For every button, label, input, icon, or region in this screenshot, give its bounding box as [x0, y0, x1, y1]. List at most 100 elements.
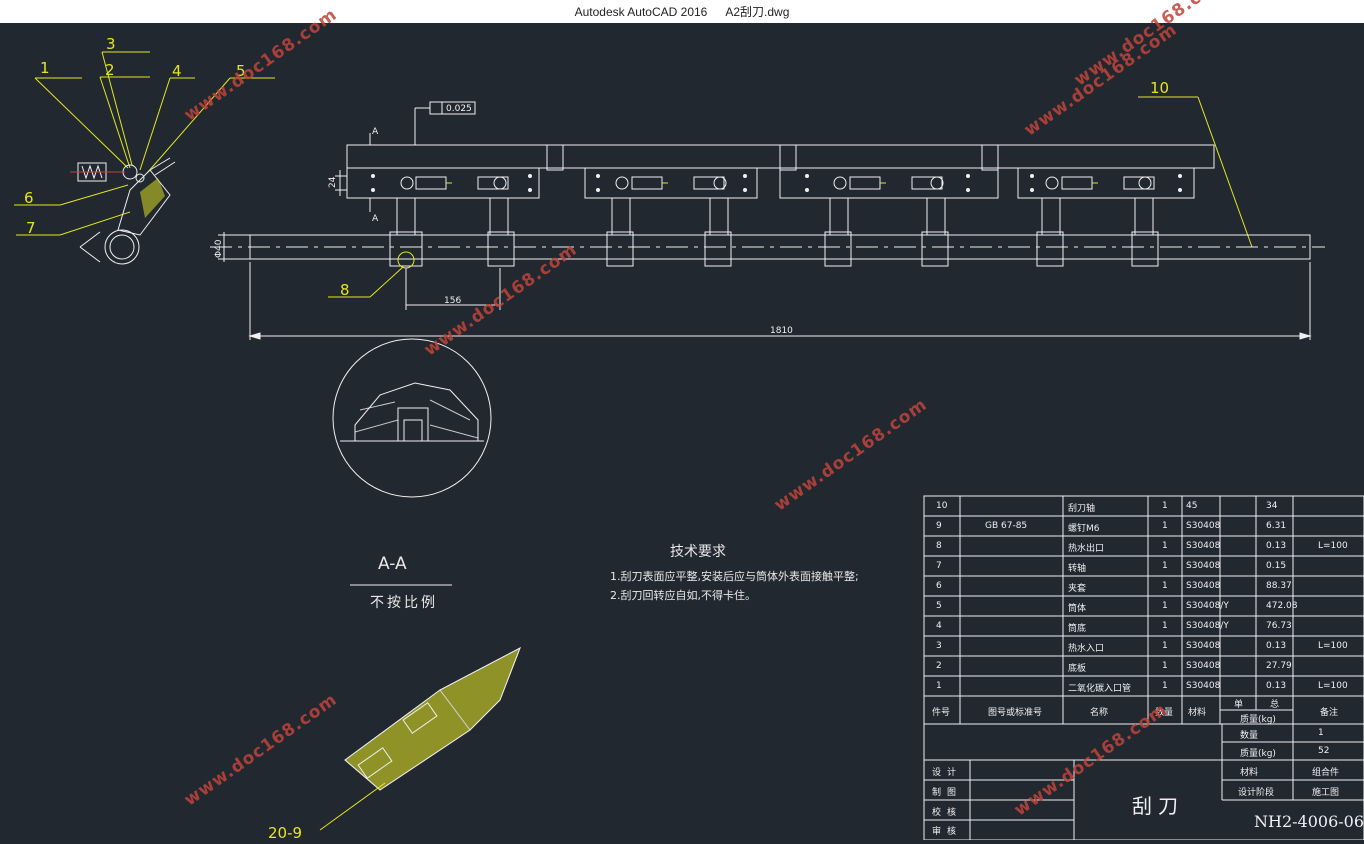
stage-value: 施工图 — [1312, 788, 1340, 798]
callout-8: 8 — [340, 281, 350, 299]
callout-7: 7 — [26, 219, 36, 237]
bom-cell-material: S30408 — [1186, 521, 1221, 531]
bom-cell-no: 4 — [936, 621, 942, 631]
bom-cell-material: S30408 — [1186, 581, 1221, 591]
dim-1810: 1810 — [770, 326, 793, 336]
bom-cell-qty: 1 — [1162, 541, 1168, 551]
callout-2: 2 — [105, 61, 115, 79]
bom-cell-no: 6 — [936, 581, 942, 591]
callout-5: 5 — [236, 62, 246, 80]
tech-req-line-1: 1.刮刀表面应平整,安装后应与筒体外表面接触平整; — [610, 570, 859, 583]
file-title: A2刮刀.dwg — [725, 5, 790, 19]
bom-cell-material: S30408 — [1186, 561, 1221, 571]
bom-header-note: 备注 — [1320, 708, 1339, 718]
weight-value: 52 — [1318, 746, 1330, 756]
bom-cell-qty: 1 — [1162, 501, 1168, 511]
bom-cell-note: L=100 — [1318, 641, 1348, 651]
bom-cell-name: 刮刀轴 — [1068, 504, 1096, 514]
tolerance-text: 0.025 — [446, 104, 472, 114]
bom-cell-note: L=100 — [1318, 541, 1348, 551]
bom-cell-no: 3 — [936, 641, 942, 651]
bom-cell-no: 5 — [936, 601, 942, 611]
callout-4: 4 — [172, 62, 182, 80]
bom-header-material: 材料 — [1188, 708, 1207, 718]
material-value: 组合件 — [1312, 768, 1340, 778]
bom-cell-material: S30408 — [1186, 641, 1221, 651]
part-name: 刮刀 — [1132, 794, 1184, 818]
callout-6: 6 — [24, 189, 34, 207]
bom-header-weight: 质量(kg) — [1240, 715, 1276, 725]
bom-cell-qty: 1 — [1162, 581, 1168, 591]
bom-header-name: 名称 — [1090, 708, 1109, 718]
bom-cell-qty: 1 — [1162, 601, 1168, 611]
app-title: Autodesk AutoCAD 2016 — [574, 4, 708, 19]
callout-3: 3 — [106, 35, 116, 53]
section-mark-top: A — [372, 127, 379, 137]
bom-cell-name: 转轴 — [1068, 564, 1087, 574]
bom-header-qty: 数量 — [1155, 708, 1174, 718]
bom-cell-qty: 1 — [1162, 661, 1168, 671]
drawing-canvas[interactable]: 1 2 3 4 5 6 7 8 10 — [0, 23, 1364, 842]
detail-left — [14, 51, 1253, 298]
callout-1: 1 — [40, 59, 50, 77]
bom-header-total: 总 — [1270, 700, 1280, 710]
dim-24: 24 — [328, 176, 338, 188]
section-mark-bottom: A — [372, 214, 379, 224]
title-block-lines — [923, 495, 1364, 841]
circle-detail — [332, 338, 492, 498]
section-subtitle: 不按比例 — [370, 595, 438, 611]
check-label: 校核 — [932, 808, 963, 818]
bom-cell-qty: 1 — [1162, 641, 1168, 651]
bom-cell-no: 10 — [936, 501, 948, 511]
callout-10: 10 — [1150, 79, 1169, 97]
bom-cell-qty: 1 — [1162, 621, 1168, 631]
bom-cell-total-weight: 472.08 — [1266, 601, 1298, 611]
qty-label: 数量 — [1240, 731, 1259, 741]
bom-cell-total-weight: 0.15 — [1266, 561, 1287, 571]
stage-label: 设计阶段 — [1238, 788, 1275, 798]
tech-req-line-2: 2.刮刀回转应自如,不得卡住。 — [610, 589, 756, 602]
bom-cell-no: 2 — [936, 661, 942, 671]
bom-cell-material: S30408/Y — [1186, 601, 1229, 611]
bom-cell-qty: 1 — [1162, 521, 1168, 531]
bom-cell-no: 1 — [936, 681, 942, 691]
bom-cell-no: 9 — [936, 521, 942, 531]
bom-cell-total-weight: 76.73 — [1266, 621, 1292, 631]
title-bar: Autodesk AutoCAD 2016 A2刮刀.dwg — [0, 0, 1364, 23]
bom-cell-material: S30408 — [1186, 541, 1221, 551]
bom-cell-qty: 1 — [1162, 681, 1168, 691]
bom-cell-note: L=100 — [1318, 681, 1348, 691]
bom-header-no: 件号 — [932, 708, 951, 718]
qty-value: 1 — [1318, 728, 1324, 738]
draw-label: 制图 — [932, 788, 963, 798]
bom-header-single: 单 — [1234, 700, 1244, 710]
bom-cell-total-weight: 6.31 — [1266, 521, 1287, 531]
dim-phi40: Φ40 — [214, 239, 224, 258]
bom-cell-total-weight: 88.37 — [1266, 581, 1292, 591]
bom-header-code: 图号或标准号 — [988, 708, 1043, 718]
bom-cell-name: 筒体 — [1068, 604, 1087, 614]
bom-cell-total-weight: 34 — [1266, 501, 1278, 511]
callout-labels: 1 2 3 4 5 6 7 8 10 — [24, 35, 1169, 299]
bom-cell-name: 夹套 — [1068, 584, 1087, 594]
bom-cell-no: 8 — [936, 541, 942, 551]
design-label: 设计 — [932, 768, 963, 778]
bom-cell-total-weight: 27.79 — [1266, 661, 1292, 671]
bom-cell-code: GB 67-85 — [985, 521, 1028, 531]
bom-cell-name: 热水入口 — [1068, 644, 1105, 654]
label-20-9: 20-9 — [268, 824, 302, 840]
tech-req-title: 技术要求 — [670, 544, 726, 560]
bom-cell-total-weight: 0.13 — [1266, 641, 1287, 651]
bom-cell-no: 7 — [936, 561, 942, 571]
bom-cell-qty: 1 — [1162, 561, 1168, 571]
bom-cell-name: 底板 — [1068, 664, 1087, 674]
dim-texts: 0.025 A A 156 1810 24 Φ40 — [214, 104, 793, 336]
bom-cell-name: 筒底 — [1068, 624, 1087, 634]
bom-cell-total-weight: 0.13 — [1266, 681, 1287, 691]
drawing-number: NH2-4006-06 — [1254, 812, 1364, 831]
drawing-svg: 1 2 3 4 5 6 7 8 10 — [14, 35, 1364, 842]
main-view — [210, 101, 1325, 340]
weight-label: 质量(kg) — [1240, 749, 1276, 759]
blade-detail — [319, 646, 521, 831]
audit-label: 审核 — [932, 827, 963, 837]
